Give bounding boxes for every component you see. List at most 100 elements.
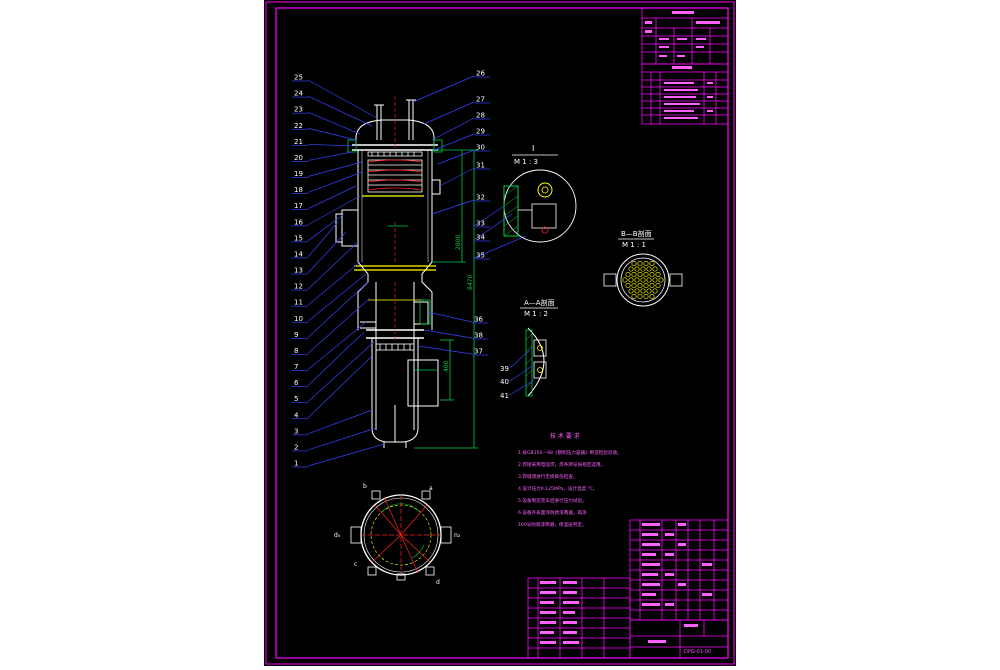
parts-list-marks (642, 523, 712, 606)
leader-line-24 (307, 95, 373, 127)
section-AA-title: A—A剖面 (524, 298, 555, 307)
tube-hole (643, 293, 649, 300)
callout-2: 2 (294, 443, 298, 451)
callout-26: 26 (476, 70, 485, 78)
tube-hole (646, 277, 652, 283)
tube-hole (652, 277, 658, 283)
tube-hole (634, 288, 640, 294)
callout-31: 31 (476, 162, 485, 170)
tube-hole (625, 282, 631, 289)
leader-line-28 (431, 117, 475, 141)
tech-req-6: 6.设备外表面涂防锈漆两遍，再涂 (518, 509, 587, 516)
detail-I-title: I (532, 144, 534, 153)
waist-right (421, 261, 433, 293)
nozzle-table (641, 63, 729, 125)
leader-line-23 (307, 111, 361, 135)
callout-33: 33 (476, 220, 485, 228)
callout-17: 17 (294, 202, 303, 210)
tech-req-heading: 技 术 要 求 (550, 432, 580, 440)
drawing-number: DPG-01-00 (684, 649, 711, 655)
revision-table (527, 577, 631, 659)
callout-40: 40 (500, 378, 509, 386)
plan-label-a: a (429, 485, 433, 492)
callout-41: 41 (500, 392, 509, 400)
leader-line-3 (307, 409, 373, 435)
leader-line-2 (307, 427, 377, 451)
tube-hole (649, 260, 655, 267)
plan-label-d5: d₅ (334, 532, 341, 539)
leader-line-34 (473, 213, 513, 241)
inner-frame (275, 7, 729, 659)
section-BB-scale: M 1 : 1 (622, 241, 646, 249)
callout-24: 24 (294, 90, 303, 98)
leader-line-30 (437, 149, 475, 165)
section-BB: B—B剖面 M 1 : 1 (603, 229, 683, 307)
plan-view: b a d₅ n₂ c d (334, 483, 461, 586)
tube-hole (643, 271, 649, 278)
callout-35: 35 (476, 252, 485, 260)
detail-I: I M 1 : 3 (503, 144, 577, 243)
tube-hole (634, 266, 640, 272)
callout-21: 21 (294, 138, 303, 146)
callout-12: 12 (294, 283, 303, 291)
plan-label-n2: n₂ (454, 532, 461, 539)
callout-25: 25 (294, 74, 303, 82)
callout-28: 28 (476, 112, 485, 120)
leader-line-29 (433, 133, 475, 151)
green-details (347, 139, 443, 371)
section-BB-title: B—B剖面 (621, 229, 652, 238)
leader-line-36 (427, 311, 473, 323)
callout-22: 22 (294, 122, 303, 130)
callout-38: 38 (474, 332, 483, 340)
tube-hole (631, 293, 637, 300)
callout-39: 39 (500, 365, 509, 373)
design-data-marks (645, 11, 720, 57)
callout-9: 9 (294, 331, 298, 339)
accent-lines (354, 96, 436, 340)
leader-line-4 (307, 355, 373, 419)
tube-hole (622, 277, 628, 283)
leader-line-15 (307, 213, 345, 242)
vessel-drawing: DPG-01-00 (265, 1, 735, 665)
callout-11: 11 (294, 299, 303, 307)
leader-line-1 (307, 443, 385, 467)
tech-req-3: 3.焊缝须进行无损探伤检查。 (518, 473, 578, 480)
leader-line-17 (307, 185, 357, 209)
leader-line-35 (473, 235, 527, 259)
callout-3: 3 (294, 427, 298, 435)
side-nozzle-right (431, 179, 441, 195)
dimension-lower: 400 (443, 360, 450, 372)
section-AA-scale: M 1 : 2 (524, 310, 548, 318)
callout-1: 1 (294, 460, 298, 468)
sight-glass (413, 301, 429, 325)
plan-label-d: d (436, 579, 440, 586)
callout-23: 23 (294, 106, 303, 114)
tube-hole (655, 282, 661, 289)
revision-marks (540, 581, 579, 644)
tube-sheet-holes (622, 260, 664, 300)
side-nozzle-left (341, 209, 359, 247)
callout-16: 16 (294, 218, 303, 226)
callout-8: 8 (294, 347, 298, 355)
callout-37: 37 (474, 348, 483, 356)
tray-rings (367, 151, 423, 351)
tube-hole (640, 288, 646, 294)
callout-14: 14 (294, 250, 303, 258)
detail-I-scale: M 1 : 3 (514, 158, 538, 166)
tube-hole (637, 293, 643, 300)
tube-hole (637, 282, 643, 289)
leader-line-13 (307, 231, 347, 274)
outer-frame (265, 1, 735, 665)
leader-line-21 (307, 143, 355, 147)
tube-hole (652, 266, 658, 272)
dimension-overall: 8470 (467, 275, 474, 290)
leader-line-31 (439, 167, 475, 187)
leader-line-26 (412, 75, 475, 103)
section-AA: A—A剖面 M 1 : 2 39 40 41 (500, 298, 558, 400)
vessel-elevation (335, 99, 441, 448)
leader-line-25 (307, 79, 378, 119)
leader-line-27 (423, 101, 475, 125)
leader-line-8 (307, 297, 371, 354)
tube-hole (646, 266, 652, 272)
leader-line-19 (307, 161, 363, 177)
